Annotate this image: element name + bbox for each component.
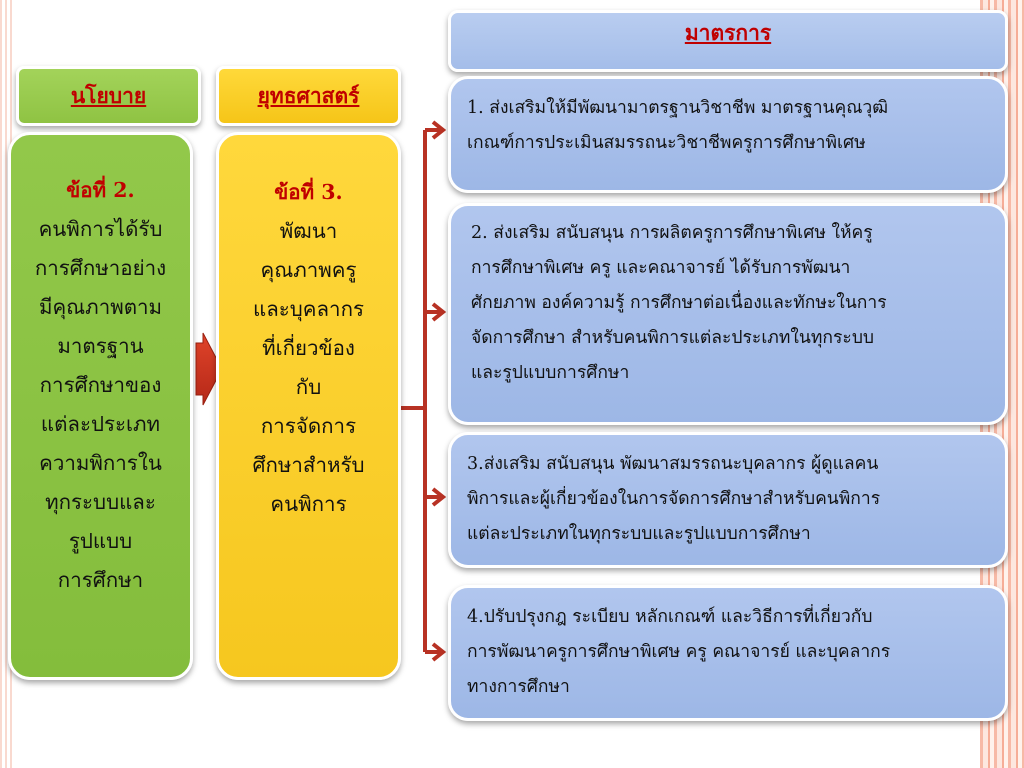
strategy-line: พัฒนา [279, 219, 338, 243]
arrowhead-1 [431, 120, 447, 140]
arrowhead-4 [431, 642, 447, 662]
policy-line: การศึกษา [57, 568, 144, 592]
measure-box-4: 4.ปรับปรุงกฎ ระเบียบ หลักเกณฑ์ และวิธีกา… [448, 585, 1008, 721]
measure-box-2: 2. ส่งเสริม สนับสนุน การผลิตครูการศึกษาพ… [448, 203, 1008, 425]
measure-3-line: 3.ส่งเสริม สนับสนุน พัฒนาสมรรถนะบุคลากร … [467, 454, 879, 474]
measure-box-3: 3.ส่งเสริม สนับสนุน พัฒนาสมรรถนะบุคลากร … [448, 432, 1008, 568]
measure-2-line: 2. ส่งเสริม สนับสนุน การผลิตครูการศึกษาพ… [471, 223, 873, 243]
policy-line: การศึกษาอย่าง [34, 256, 167, 280]
strategy-title: ข้อที่ 3. [274, 180, 343, 204]
policy-header-label: นโยบาย [70, 82, 147, 108]
policy-line: มีคุณภาพตาม [38, 295, 163, 319]
measure-1-line: เกณฑ์การประเมินสมรรถนะวิชาชีพครูการศึกษา… [467, 133, 866, 153]
measure-2-line: ศักยภาพ องค์ความรู้ การศึกษาต่อเนื่องและ… [471, 293, 887, 313]
policy-line: รูปแบบ [68, 529, 133, 553]
policy-line: ทุกระบบและ [45, 490, 156, 514]
policy-line: คนพิการได้รับ [38, 217, 163, 241]
strategy-line: คนพิการ [270, 492, 347, 516]
measure-4-line: ทางการศึกษา [467, 677, 570, 697]
measure-box-1: 1. ส่งเสริมให้มีพัฒนามาตรฐานวิชาชีพ มาตร… [448, 76, 1008, 193]
arrowhead-3 [431, 487, 447, 507]
measure-2-line: จัดการศึกษา สำหรับคนพิการแต่ละประเภทในทุ… [471, 328, 875, 348]
strategy-line: ศึกษาสำหรับ [252, 453, 365, 477]
measure-1-line: 1. ส่งเสริมให้มีพัฒนามาตรฐานวิชาชีพ มาตร… [467, 98, 889, 118]
measure-2-line: และรูปแบบการศึกษา [471, 363, 630, 383]
arrowhead-2 [431, 302, 447, 322]
measure-4-line: 4.ปรับปรุงกฎ ระเบียบ หลักเกณฑ์ และวิธีกา… [467, 607, 873, 627]
strategy-line: การจัดการ [260, 414, 357, 438]
strategy-line: คุณภาพครู [260, 258, 357, 282]
policy-line: มาตรฐาน [57, 334, 144, 358]
measure-3-line: แต่ละประเภทในทุกระบบและรูปแบบการศึกษา [467, 524, 811, 544]
strategy-box: ข้อที่ 3. พัฒนา คุณภาพครู และบุคลากร ที่… [216, 132, 401, 680]
policy-line: การศึกษาของ [39, 373, 162, 397]
strategy-line: กับ [295, 375, 322, 399]
measures-header-label: มาตรการ [684, 19, 772, 45]
strategy-header: ยุทธศาสตร์ [216, 66, 401, 126]
policy-to-strategy-arrow [195, 332, 223, 406]
policy-header: นโยบาย [16, 66, 201, 126]
strategy-header-label: ยุทธศาสตร์ [257, 82, 360, 108]
policy-line: แต่ละประเภท [40, 412, 161, 436]
measure-3-line: พิการและผู้เกี่ยวข้องในการจัดการศึกษาสำห… [467, 489, 881, 509]
measure-4-line: การพัฒนาครูการศึกษาพิเศษ ครู คณาจารย์ แล… [467, 642, 891, 662]
measure-2-line: การศึกษาพิเศษ ครู และคณาจารย์ ได้รับการพ… [471, 258, 851, 278]
policy-box: ข้อที่ 2. คนพิการได้รับ การศึกษาอย่าง มี… [8, 132, 193, 680]
policy-title: ข้อที่ 2. [66, 178, 135, 202]
measures-header: มาตรการ [448, 10, 1008, 72]
policy-line: ความพิการใน [39, 451, 162, 475]
strategy-line: ที่เกี่ยวข้อง [262, 336, 355, 360]
strategy-line: และบุคลากร [252, 297, 364, 321]
